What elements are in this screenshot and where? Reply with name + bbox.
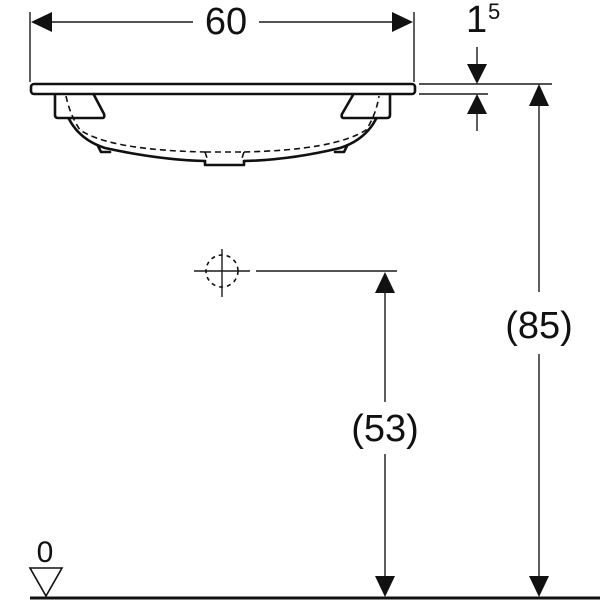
rim-height-dimension: (85) [505,84,573,597]
floor-level-label: 0 [37,536,54,569]
arrow-down-icon [375,576,395,597]
waste-outlet-marker [194,249,397,297]
basin-foot-left [96,144,112,154]
arrow-down-icon [529,576,549,597]
basin-foot-right [333,144,349,154]
arrow-up-icon [529,84,549,106]
level-marker-triangle-icon [28,567,64,598]
floor-reference: 0 [28,536,600,600]
basin-right-bracket [340,93,392,120]
arrow-up-icon [467,94,487,114]
rim-thickness-dimension: 1 5 [419,0,552,131]
width-label: 60 [205,1,247,43]
waste-height-label: (53) [351,408,419,450]
basin-bowl-right [242,117,378,163]
arrow-right-icon [392,12,413,32]
basin-waste-outlet [203,159,246,167]
basin-rim [29,82,417,96]
arrow-left-icon [31,12,52,32]
basin-left-bracket [53,93,106,120]
rim-height-label: (85) [505,305,573,347]
waste-height-dimension: (53) [351,272,419,597]
rim-thickness-superscript: 5 [488,0,500,24]
washbasin-profile [29,82,417,167]
basin-outlet-hidden-line [204,151,245,162]
basin-bowl-left [67,117,207,163]
basin-inner-hidden-line [65,95,380,153]
width-dimension: 60 [29,1,415,82]
arrow-down-icon [467,64,487,84]
rim-thickness-label: 1 [466,0,487,41]
arrow-up-icon [375,272,395,293]
